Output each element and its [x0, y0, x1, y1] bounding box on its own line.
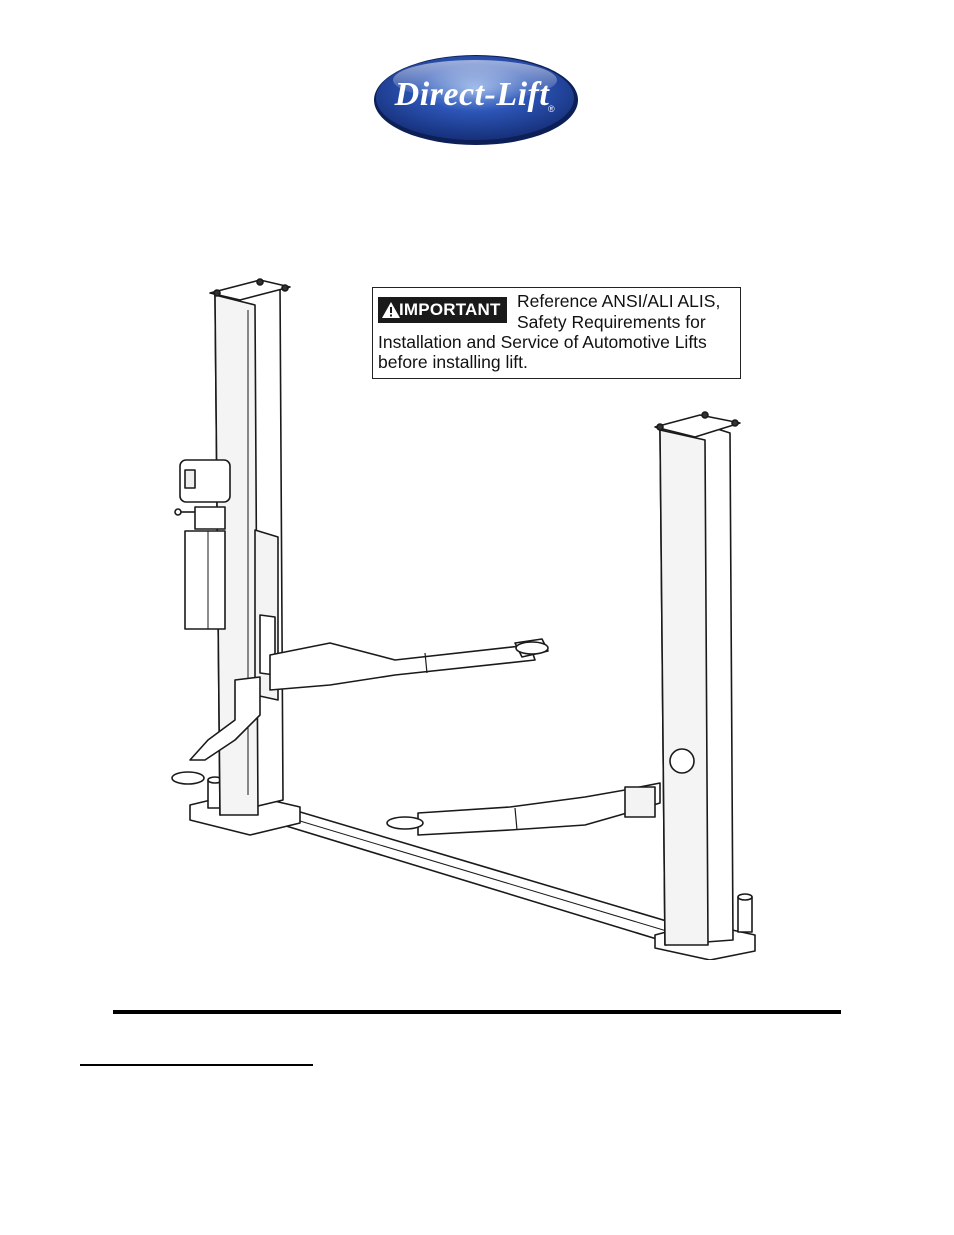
right-arm-pad — [386, 816, 424, 830]
horizontal-rule — [113, 1010, 841, 1014]
left-arm-short — [189, 676, 261, 761]
left-column-top-plate — [209, 279, 291, 301]
left-arm-long — [269, 642, 536, 691]
brand-name: Direct-Lift — [394, 76, 550, 113]
short-underline — [80, 1064, 313, 1066]
logo-oval — [374, 55, 578, 145]
notice-line-4: before installing lift. — [378, 352, 528, 372]
right-arm — [417, 782, 661, 836]
left-short-pad — [171, 771, 205, 785]
brand-logo: Direct-Lift ® — [372, 52, 582, 148]
right-column-top-plate — [654, 414, 741, 438]
notice-line-3: Installation and Service of Automotive L… — [378, 332, 707, 352]
important-badge: IMPORTANT — [378, 297, 507, 323]
registered-mark: ® — [548, 104, 555, 114]
notice-line-1: Reference ANSI/ALI ALIS, — [517, 291, 721, 311]
important-notice: IMPORTANT Reference ANSI/ALI ALIS, Safet… — [372, 287, 741, 379]
two-post-lift-illustration — [171, 278, 756, 960]
oil-reservoir — [184, 530, 226, 630]
notice-line-2: Safety Requirements for — [517, 312, 706, 332]
important-label: IMPORTANT — [399, 300, 501, 319]
pump — [194, 506, 226, 530]
right-column-port — [669, 748, 695, 774]
warning-triangle-icon — [382, 302, 400, 318]
